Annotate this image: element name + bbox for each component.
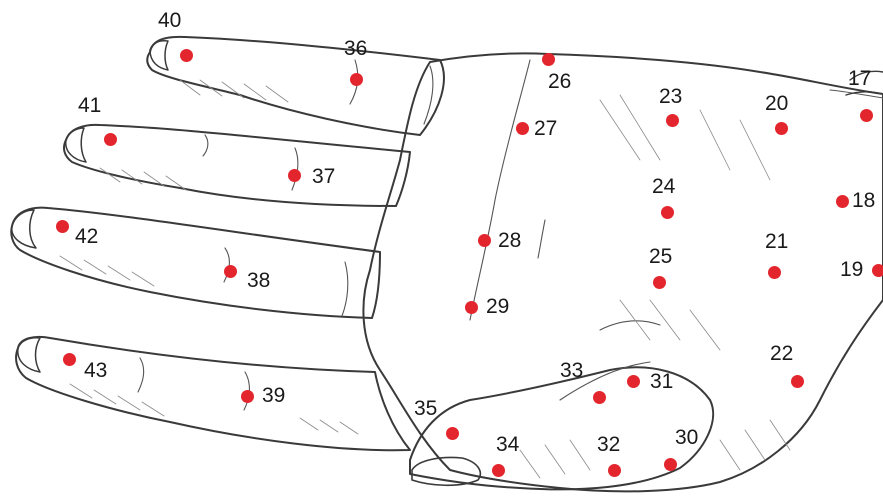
finger-pinky-outline [16,337,410,450]
point-43-dot [63,353,76,366]
point-24-label: 24 [652,176,675,197]
point-33-dot [593,391,606,404]
point-32-dot [608,464,621,477]
point-23-label: 23 [659,86,682,107]
point-24-dot [661,206,674,219]
point-35-label: 35 [414,398,437,419]
point-28-dot [478,234,491,247]
point-17-dot [860,109,873,122]
point-34-dot [492,464,505,477]
point-36-dot [350,73,363,86]
point-18-dot [836,195,849,208]
point-20-dot [775,122,788,135]
point-32-label: 32 [597,434,620,455]
point-34-label: 34 [496,434,519,455]
point-28-label: 28 [498,230,521,251]
point-33-label: 33 [560,360,583,381]
point-37-dot [288,169,301,182]
point-39-dot [241,390,254,403]
nail-ring [12,210,36,248]
point-31-dot [627,375,640,388]
point-39-label: 39 [262,385,285,406]
point-41-dot [104,133,117,146]
point-29-label: 29 [486,296,509,317]
point-21-label: 21 [765,231,788,252]
palm-outline [363,53,883,491]
point-40-label: 40 [158,10,181,31]
point-23-dot [666,114,679,127]
point-20-label: 20 [765,93,788,114]
point-22-dot [791,375,804,388]
point-21-dot [768,266,781,279]
point-36-label: 36 [344,38,367,59]
point-19-dot [872,264,883,277]
point-26-dot [542,53,555,66]
point-43-label: 43 [84,360,107,381]
point-29-dot [465,301,478,314]
point-19-label: 19 [840,259,863,280]
point-42-dot [56,220,69,233]
point-17-label: 17 [848,68,871,89]
point-26-label: 26 [548,71,571,92]
nail-pinky [18,338,40,372]
point-27-label: 27 [534,118,557,139]
nail-middle [66,128,86,162]
point-30-label: 30 [675,427,698,448]
point-31-label: 31 [650,371,673,392]
point-41-label: 41 [78,95,101,116]
point-40-dot [180,49,193,62]
point-37-label: 37 [312,166,335,187]
point-38-dot [224,265,237,278]
point-27-dot [516,122,529,135]
point-42-label: 42 [75,226,98,247]
point-22-label: 22 [770,343,793,364]
point-25-label: 25 [649,246,672,267]
point-38-label: 38 [247,270,270,291]
point-30-dot [664,458,677,471]
point-35-dot [446,427,459,440]
point-18-label: 18 [852,190,875,211]
nail-index [150,41,168,70]
point-25-dot [653,276,666,289]
